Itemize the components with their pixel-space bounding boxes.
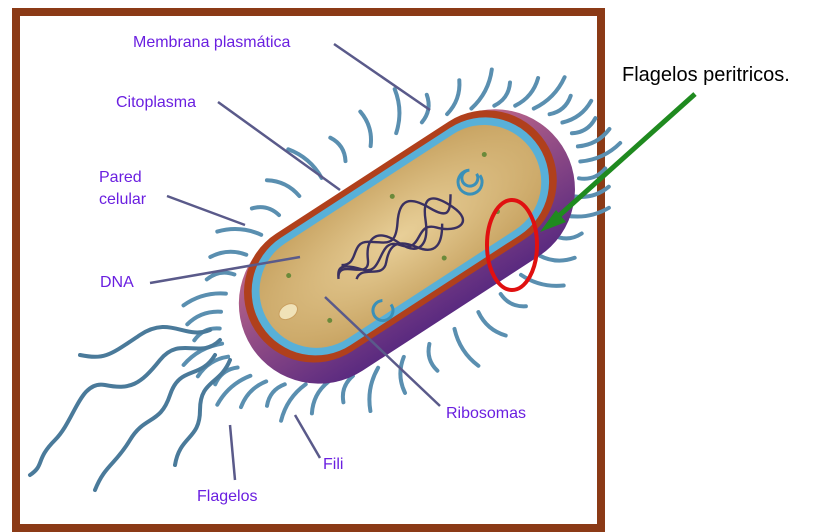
pilus <box>252 207 279 215</box>
label-dna: DNA <box>100 273 134 292</box>
label-membrana-plasmatica: Membrana plasmática <box>133 33 290 52</box>
leader-line-pared <box>167 196 245 225</box>
pilus <box>395 89 400 133</box>
pilus <box>267 180 299 196</box>
bacterium-cell <box>207 77 606 414</box>
leader-line-flagelos <box>230 425 235 480</box>
leader-line-fili <box>295 415 320 458</box>
label-fili: Fili <box>323 455 343 474</box>
pilus <box>429 344 438 371</box>
pilus <box>539 255 575 260</box>
label-ribosomas: Ribosomas <box>446 404 526 423</box>
pilus <box>360 112 371 147</box>
pilus <box>267 384 285 406</box>
pilus <box>217 229 261 235</box>
pilus <box>184 293 226 305</box>
leader-line-membrana <box>334 44 430 110</box>
pilus <box>343 376 353 402</box>
pilus <box>400 357 405 393</box>
pilus <box>471 70 491 109</box>
pilus <box>447 80 459 114</box>
pilus <box>501 294 526 306</box>
pilus <box>550 96 571 114</box>
pilus <box>210 252 246 257</box>
pilus <box>369 368 378 411</box>
label-celular: celular <box>99 190 146 209</box>
pilus <box>312 382 329 414</box>
callout-text: Flagelos peritricos. <box>622 64 790 87</box>
pilus <box>241 381 266 407</box>
pilus <box>187 312 221 325</box>
label-citoplasma: Citoplasma <box>116 93 196 112</box>
pilus <box>494 83 510 106</box>
label-pared: Pared <box>99 168 142 187</box>
pilus <box>478 312 505 335</box>
pilus <box>281 384 306 420</box>
label-flagelos: Flagelos <box>197 487 257 506</box>
leader-line-citoplasma <box>218 102 340 190</box>
pilus <box>515 78 538 106</box>
pilus <box>455 329 479 366</box>
pilus <box>572 118 596 133</box>
pilus <box>330 138 345 161</box>
